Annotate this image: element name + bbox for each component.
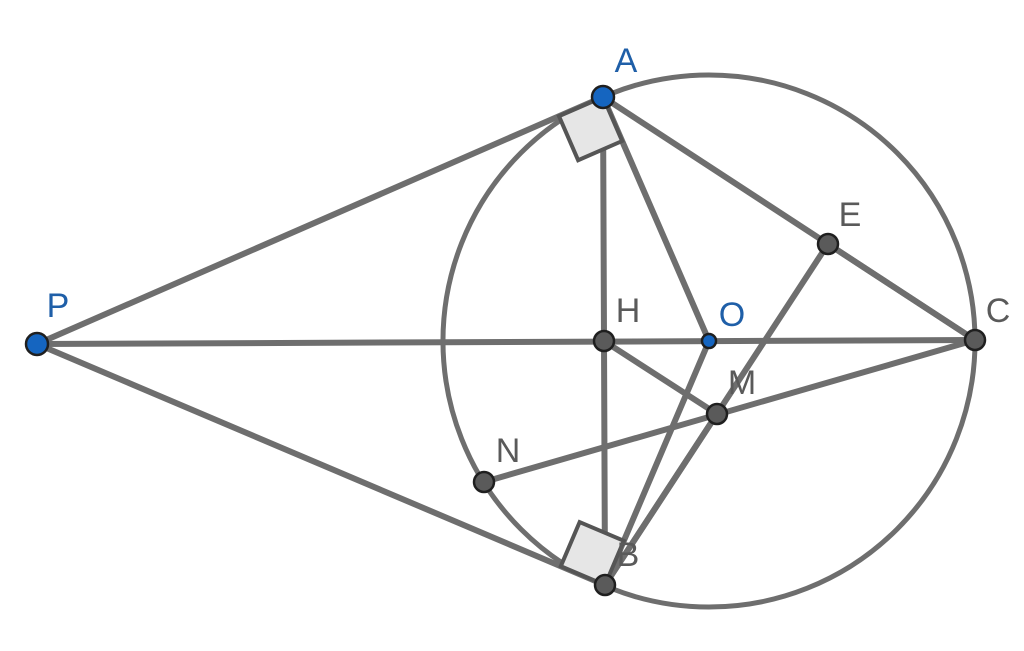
segment-pa — [34, 94, 606, 347]
label-m: M — [728, 364, 756, 402]
label-o: O — [719, 296, 745, 334]
segment-pb — [34, 341, 608, 588]
point-o[interactable] — [700, 332, 718, 350]
label-h: H — [616, 292, 641, 330]
point-a[interactable] — [590, 84, 616, 110]
labels-layer: A P O H C E M N B — [47, 42, 1011, 574]
segment-hm — [601, 338, 720, 417]
label-n: N — [496, 432, 521, 470]
point-n[interactable] — [472, 470, 496, 494]
point-e[interactable] — [816, 232, 840, 256]
points-layer — [24, 84, 987, 597]
segments-layer — [34, 94, 978, 588]
point-h[interactable] — [592, 329, 616, 353]
segment-bm — [602, 411, 720, 588]
label-e: E — [839, 196, 862, 234]
label-c: C — [986, 292, 1011, 330]
segment-nc — [481, 337, 978, 485]
right-angle-marker-a — [556, 94, 625, 163]
segment-ec — [825, 241, 978, 343]
point-p[interactable] — [24, 331, 50, 357]
label-b: B — [617, 536, 640, 574]
point-m[interactable] — [705, 402, 729, 426]
point-c[interactable] — [963, 328, 987, 352]
right-angle-marker-b — [558, 519, 627, 588]
label-a: A — [615, 42, 638, 80]
point-b[interactable] — [593, 573, 617, 597]
right-angle-layer — [556, 94, 627, 588]
label-p: P — [47, 287, 70, 325]
segment-pc — [34, 337, 978, 347]
